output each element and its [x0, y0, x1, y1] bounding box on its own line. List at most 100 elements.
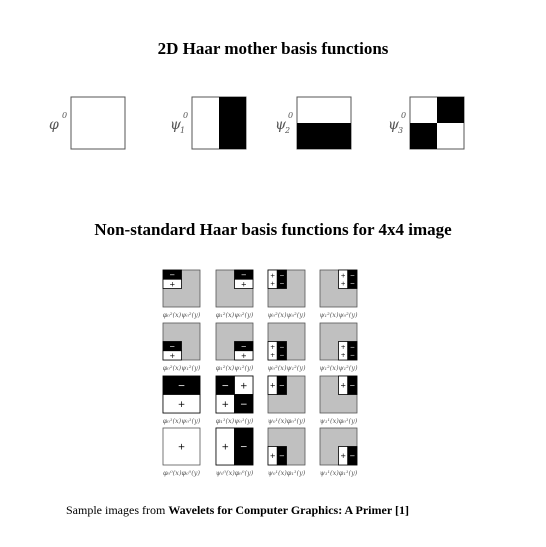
- cell-block: [276, 446, 287, 466]
- sign-mark: −: [350, 272, 355, 279]
- black-half: [297, 123, 351, 149]
- sign-mark: −: [350, 280, 355, 287]
- cell-block: [234, 427, 254, 466]
- sign-mark: +: [270, 382, 276, 390]
- grid-basis-0-3: ++−− ψ₁²(x)ψ₀²(y): [319, 269, 358, 319]
- basis-formula-label: φ₁²(x)ψ₁²(y): [216, 364, 254, 372]
- caption: Sample images from Wavelets for Computer…: [66, 503, 409, 518]
- basis-formula-label: ψ₁¹(x)φ₀¹(y): [320, 417, 358, 425]
- grid-basis-3-3: +− ψ₁¹(x)φ₁¹(y): [319, 427, 358, 477]
- sign-mark: −: [350, 352, 355, 359]
- nonstandard-basis-title: Non-standard Haar basis functions for 4x…: [94, 220, 452, 239]
- grid-basis-1-3: ++−−ψ₁²(x)ψ₁²(y): [319, 322, 358, 372]
- sign-mark: +: [178, 400, 186, 410]
- basis-formula-label: ψ₁²(x)ψ₀²(y): [319, 311, 358, 319]
- basis-subscript: 1: [180, 126, 185, 135]
- sign-mark: +: [270, 352, 275, 359]
- sign-mark: +: [270, 344, 275, 351]
- cell-block: [276, 341, 287, 361]
- grid-basis-2-1: −++−φ₁¹(x)ψ₀¹(y): [215, 375, 254, 425]
- sign-mark: −: [240, 400, 248, 410]
- sign-mark: +: [341, 352, 346, 359]
- basis-formula-label: ψ₁²(x)ψ₁²(y): [319, 364, 358, 372]
- grid-basis-3-2: +−ψ₀¹(x)φ₁¹(y): [267, 427, 306, 477]
- sign-mark: −: [240, 443, 248, 453]
- sign-mark: +: [221, 443, 229, 453]
- sign-mark: +: [270, 280, 275, 287]
- sign-mark: −: [349, 452, 355, 460]
- basis-subscript: 2: [284, 126, 290, 135]
- sign-mark: −: [241, 271, 247, 279]
- basis-formula-label: φ₀²(x)ψ₀²(y): [163, 311, 201, 319]
- sign-mark: +: [178, 443, 186, 453]
- sign-mark: +: [241, 280, 247, 288]
- grid-basis-1-2: ++−− ψ₀²(x)ψ₁²(y): [267, 322, 306, 372]
- basis-formula-label: ψ₀⁰(x)φ₀⁰(y): [216, 469, 254, 477]
- basis-symbol: ψ: [170, 117, 182, 133]
- basis-formula-label: φ₀¹(x)ψ₀¹(y): [163, 417, 201, 425]
- sign-mark: +: [270, 272, 275, 279]
- cell-block: [347, 341, 358, 361]
- sign-mark: −: [221, 381, 229, 391]
- grid-basis-0-2: ++−−ψ₀²(x)ψ₀²(y): [267, 269, 306, 319]
- basis-symbol: ψ: [388, 117, 400, 133]
- sign-mark: +: [341, 272, 346, 279]
- cell-block: [347, 446, 358, 466]
- sign-mark: +: [241, 352, 247, 360]
- black-half: [219, 97, 246, 149]
- sign-mark: −: [350, 344, 355, 351]
- sign-mark: −: [279, 272, 284, 279]
- basis-symbol: φ: [49, 117, 59, 133]
- grid-basis-2-3: +− ψ₁¹(x)φ₀¹(y): [319, 375, 358, 425]
- basis-superscript: 0: [183, 111, 188, 120]
- sign-mark: +: [221, 400, 229, 410]
- sign-mark: +: [240, 381, 248, 391]
- cell-block: [234, 278, 254, 289]
- cell-block: [162, 278, 182, 289]
- basis-superscript: 0: [62, 111, 67, 120]
- cell-block: [276, 375, 287, 395]
- grid-basis-3-1: + − ψ₀⁰(x)φ₀⁰(y): [215, 427, 254, 477]
- caption-book-title: Wavelets for Computer Graphics: A Primer…: [168, 503, 409, 517]
- grid-basis-2-0: − + φ₀¹(x)ψ₀¹(y): [162, 375, 201, 425]
- black-quad: [410, 123, 437, 149]
- caption-prefix: Sample images from: [66, 503, 169, 517]
- black-quad: [437, 97, 464, 123]
- sign-mark: −: [279, 352, 284, 359]
- cell-block: [347, 375, 358, 395]
- sign-mark: −: [169, 343, 175, 351]
- cell-block: [347, 269, 358, 289]
- cell-block: [234, 350, 254, 361]
- grid-basis-0-0: −+φ₀²(x)ψ₀²(y): [162, 269, 201, 319]
- sign-mark: −: [279, 344, 284, 351]
- sign-mark: +: [340, 452, 346, 460]
- basis-square: [70, 96, 126, 150]
- sign-mark: +: [169, 280, 175, 288]
- cell-block: [276, 269, 287, 289]
- basis-formula-label: φ₀²(x)ψ₁²(y): [163, 364, 201, 372]
- sign-mark: +: [341, 280, 346, 287]
- sign-mark: −: [178, 381, 186, 391]
- grid-basis-2-2: +−ψ₀¹(x)φ₀¹(y): [267, 375, 306, 425]
- cell-block: [234, 394, 254, 414]
- sign-mark: −: [349, 382, 355, 390]
- grid-square: [162, 427, 201, 466]
- basis-formula-label: ψ₀¹(x)φ₁¹(y): [268, 469, 306, 477]
- basis-subscript: 3: [398, 126, 403, 135]
- basis-formula-label: ψ₁¹(x)φ₁¹(y): [320, 469, 358, 477]
- mother-basis-title: 2D Haar mother basis functions: [157, 39, 389, 58]
- sign-mark: +: [340, 382, 346, 390]
- sign-mark: +: [169, 352, 175, 360]
- basis-formula-label: φ₀⁰(x)φ₀⁰(y): [163, 469, 200, 477]
- basis-symbol: ψ: [275, 117, 287, 133]
- basis-formula-label: ψ₀²(x)ψ₁²(y): [267, 364, 306, 372]
- sign-mark: −: [241, 343, 247, 351]
- sign-mark: −: [279, 280, 284, 287]
- grid-basis-3-0: + φ₀⁰(x)φ₀⁰(y): [162, 427, 201, 477]
- grid-basis-1-0: −+ φ₀²(x)ψ₁²(y): [162, 322, 201, 372]
- sign-mark: −: [279, 452, 285, 460]
